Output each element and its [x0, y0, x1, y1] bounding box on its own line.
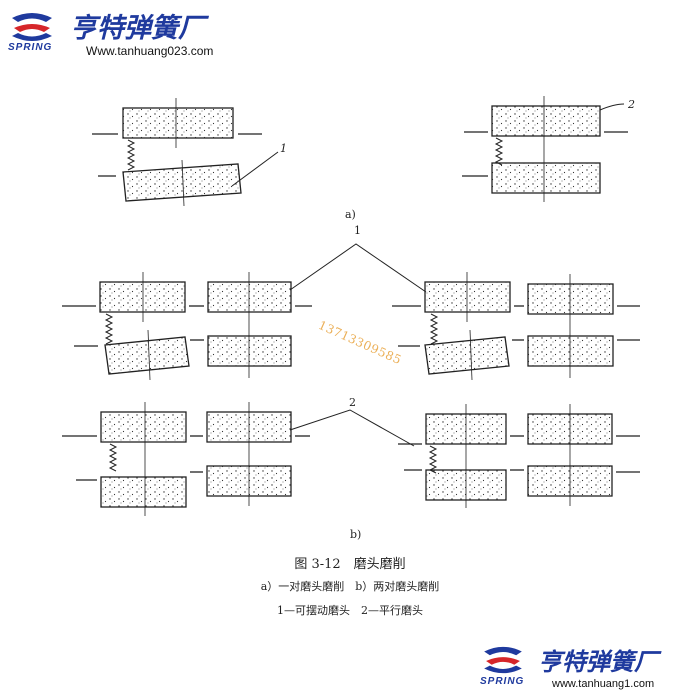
- brand-name: 亨特弹簧厂: [538, 648, 658, 676]
- figure-legend: 1—可摆动磨头 2—平行磨头: [277, 604, 423, 617]
- label-a: a): [345, 208, 356, 221]
- grinding-wheel: [100, 411, 187, 443]
- grinding-wheel: [491, 105, 601, 137]
- figure-title: 图 3-12 磨头磨削: [294, 557, 406, 572]
- label-2-bottom: 2: [349, 396, 356, 409]
- top-right-pair: [462, 96, 628, 202]
- grinding-wheel: [104, 336, 190, 375]
- figure-subcaption: a）一对磨头磨削 b）两对磨头磨削: [260, 580, 440, 593]
- grinding-wheel: [527, 283, 614, 315]
- grinding-wheel: [207, 281, 292, 313]
- spring: [429, 313, 439, 345]
- grinding-wheel: [207, 335, 292, 367]
- grinding-wheel: [122, 107, 234, 139]
- spring-wordmark: SPRING: [8, 42, 53, 53]
- bottom-left-group: [62, 402, 310, 516]
- spring: [126, 139, 136, 171]
- top-left-pair: [92, 98, 279, 207]
- grinding-wheel: [100, 476, 187, 508]
- brand-header: SPRING 亨特弹簧厂 Www.tanhuang023.com: [6, 4, 256, 62]
- middle-left-group: [62, 272, 312, 381]
- spring: [108, 443, 118, 472]
- grinding-wheel: [424, 281, 511, 313]
- brand-url-bottom[interactable]: www.tanhuang1.com: [552, 678, 655, 690]
- spring-logo-icon: [12, 13, 52, 41]
- bottom-right-group: [398, 404, 640, 508]
- label-1-mid: 1: [354, 224, 361, 237]
- label-1: 1: [280, 142, 287, 155]
- brand-name: 亨特弹簧厂: [70, 13, 205, 44]
- brand-footer: SPRING 亨特弹簧厂 www.tanhuang1.com: [478, 640, 700, 700]
- spring: [494, 137, 504, 166]
- grinding-wheel: [99, 281, 186, 313]
- brand-url-top[interactable]: Www.tanhuang023.com: [86, 44, 214, 58]
- spring-wordmark: SPRING: [480, 676, 525, 687]
- middle-right-group: [392, 272, 640, 381]
- grinding-wheel: [527, 335, 614, 367]
- spring: [104, 313, 114, 345]
- label-b: b): [350, 528, 362, 541]
- spring: [428, 445, 438, 474]
- spring-logo-icon: [484, 646, 522, 674]
- grinding-wheel: [491, 162, 601, 194]
- label-2-top: 2: [627, 98, 635, 111]
- grinding-wheel: [122, 163, 242, 202]
- grinding-wheel: [424, 336, 510, 375]
